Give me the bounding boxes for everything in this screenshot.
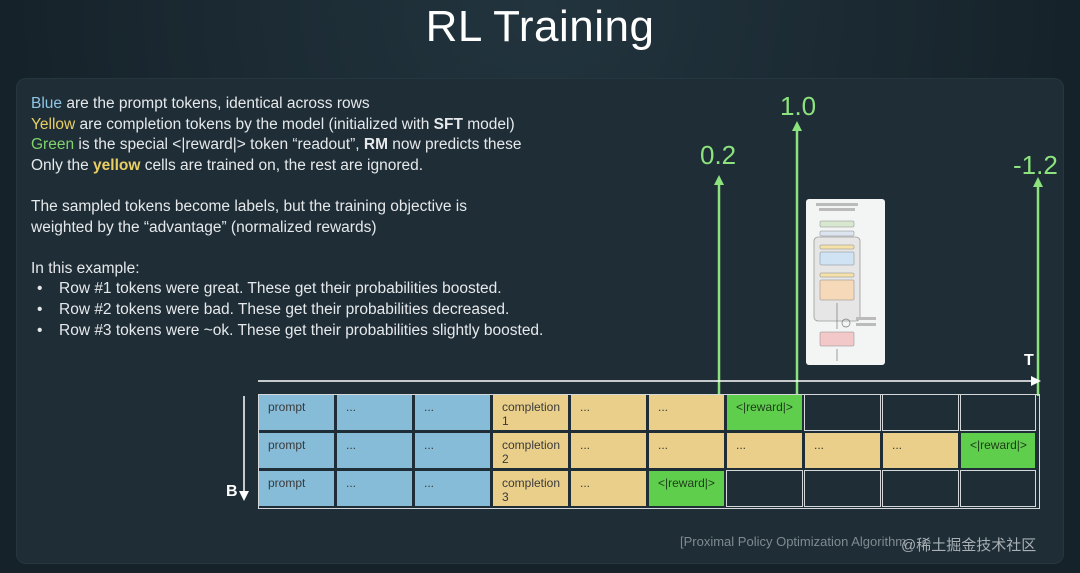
labels-line-2: weighted by the “advantage” (normalized … (31, 218, 377, 236)
bullet-text: Row #2 tokens were bad. These get their … (59, 300, 510, 318)
yellow-description: are completion tokens by the model (init… (75, 115, 434, 133)
empty-cell (960, 394, 1036, 431)
sft-keyword: SFT (433, 115, 463, 133)
yellow-token-cell: completion 3 (492, 470, 569, 507)
reward-value-3: -1.2 (1013, 150, 1058, 180)
time-axis-label: T (1024, 352, 1034, 369)
trained-cells-line: Only the yellow cells are trained on, th… (31, 156, 651, 177)
legend-yellow-line: Yellow are completion tokens by the mode… (31, 115, 651, 136)
empty-cell (726, 470, 803, 507)
green-description: is the special <|reward|> token “readout… (74, 136, 364, 154)
yellow-emphasis: yellow (93, 156, 141, 174)
bullet-icon: • (37, 280, 43, 298)
transformer-diagram-icon (813, 203, 876, 361)
bullet-row-1: • Row #1 tokens were great. These get the… (31, 279, 651, 300)
blue-token-cell: ... (336, 394, 413, 431)
blue-token-cell: ... (336, 470, 413, 507)
yellow-token-cell: ... (570, 394, 647, 431)
blue-token-cell: ... (414, 432, 491, 469)
blue-token-cell: ... (414, 470, 491, 507)
bullet-text: Row #3 tokens were ~ok. These get their … (59, 321, 544, 339)
rm-keyword: RM (363, 136, 388, 154)
trained-end: cells are trained on, the rest are ignor… (140, 156, 424, 174)
bullet-text: Row #1 tokens were great. These get thei… (59, 280, 502, 298)
blue-description: are the prompt tokens, identical across … (62, 95, 370, 112)
empty-cell (882, 470, 959, 507)
bullet-row-2: • Row #2 tokens were bad. These get their… (31, 300, 651, 321)
empty-cell (882, 394, 959, 431)
green-token-cell: <|reward|> (960, 432, 1036, 469)
legend-blue-line: Blue are the prompt tokens, identical ac… (31, 94, 651, 115)
blue-token-cell: prompt (258, 432, 335, 469)
green-token-cell: <|reward|> (726, 394, 803, 431)
legend-green-line: Green is the special <|reward|> token “r… (31, 135, 651, 156)
blue-keyword: Blue (31, 95, 63, 112)
blue-token-cell: ... (414, 394, 491, 431)
yellow-token-cell: ... (570, 432, 647, 469)
yellow-description-end: model) (462, 115, 515, 133)
bullet-icon: • (37, 300, 43, 318)
example-intro: In this example: (31, 259, 140, 277)
empty-cell (804, 394, 881, 431)
yellow-token-cell: ... (648, 394, 725, 431)
yellow-token-cell: ... (648, 432, 725, 469)
citation: [Proximal Policy Optimization Algorithm (680, 534, 907, 549)
bullet-icon: • (37, 321, 43, 339)
yellow-keyword: Yellow (31, 115, 76, 133)
trained-start: Only the (31, 156, 94, 174)
watermark: @稀土掘金技术社区 (901, 537, 1037, 554)
green-description-end: now predicts these (388, 136, 522, 154)
reward-value-1: 0.2 (700, 140, 737, 170)
reward-value-2: 1.0 (780, 91, 817, 121)
bullet-row-3: • Row #3 tokens were ~ok. These get their… (31, 321, 651, 342)
yellow-token-cell: completion 2 (492, 432, 569, 469)
empty-cell (960, 470, 1036, 507)
empty-cell (804, 470, 881, 507)
blue-token-cell: prompt (258, 394, 335, 431)
yellow-token-cell: ... (570, 470, 647, 507)
labels-line-1: The sampled tokens become labels, but th… (31, 197, 467, 215)
transformer-diagram-thumbnail (806, 199, 885, 365)
batch-axis-label: B (226, 483, 238, 500)
yellow-token-cell: ... (726, 432, 803, 469)
yellow-token-cell: ... (804, 432, 881, 469)
explanation-text: Blue are the prompt tokens, identical ac… (31, 94, 651, 341)
blue-token-cell: ... (336, 432, 413, 469)
slide-title: RL Training (425, 2, 655, 51)
green-token-cell: <|reward|> (648, 470, 725, 507)
yellow-token-cell: ... (882, 432, 959, 469)
blue-token-cell: prompt (258, 470, 335, 507)
green-keyword: Green (31, 136, 75, 154)
yellow-token-cell: completion 1 (492, 394, 569, 431)
